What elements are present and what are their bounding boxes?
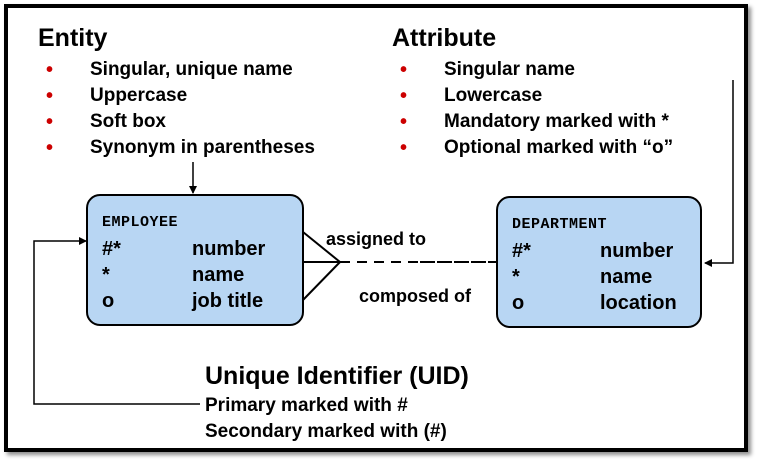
attribute-name: name xyxy=(192,264,245,286)
list-item: •Mandatory marked with * xyxy=(400,111,669,133)
entity-legend-title: Entity xyxy=(38,24,108,52)
attribute-legend-list: •Singular name •Lowercase •Mandatory mar… xyxy=(392,57,673,161)
department-attribute-row: * name xyxy=(512,266,702,292)
bullet-icon: • xyxy=(46,85,54,107)
attribute-mark: #* xyxy=(512,240,531,262)
list-item: •Synonym in parentheses xyxy=(46,137,315,159)
uid-pointer-line xyxy=(33,237,200,405)
bullet-icon: • xyxy=(46,59,54,81)
employee-attribute-row: #* number xyxy=(102,238,302,264)
bullet-icon: • xyxy=(400,137,408,159)
relationship-label-composed: composed of xyxy=(359,286,472,306)
crows-foot-top xyxy=(302,231,341,263)
list-item: •Singular, unique name xyxy=(46,59,293,81)
attribute-name: job title xyxy=(192,290,264,312)
list-item: •Optional marked with “o” xyxy=(400,137,674,159)
employee-attribute-row: * name xyxy=(102,264,302,290)
list-item: •Singular name xyxy=(400,59,575,81)
bullet-icon: • xyxy=(400,85,408,107)
attribute-mark: * xyxy=(512,266,520,288)
list-item: •Soft box xyxy=(46,111,166,133)
list-item: •Lowercase xyxy=(400,85,543,107)
bullet-icon: • xyxy=(46,137,54,159)
department-entity-box: DEPARTMENT #* number * name o location xyxy=(496,196,702,328)
bullet-icon: • xyxy=(400,59,408,81)
employee-attribute-row: o job title xyxy=(102,290,302,316)
attribute-mark: #* xyxy=(102,238,121,260)
attribute-legend: Attribute •Singular name •Lowercase •Man… xyxy=(392,24,673,161)
uid-legend: Unique Identifier (UID) Primary marked w… xyxy=(205,362,469,445)
attribute-name: location xyxy=(600,292,677,314)
attribute-name: name xyxy=(600,266,653,288)
employee-entity-name: EMPLOYEE xyxy=(102,214,179,231)
crows-foot-bottom xyxy=(302,261,341,301)
attribute-mark: * xyxy=(102,264,110,286)
attribute-legend-title: Attribute xyxy=(392,24,497,52)
attribute-name: number xyxy=(192,238,266,260)
bullet-icon: • xyxy=(46,111,54,133)
attribute-pointer-line xyxy=(704,80,734,267)
attribute-name: number xyxy=(600,240,674,262)
list-item: •Uppercase xyxy=(46,85,188,107)
bullet-icon: • xyxy=(400,111,408,133)
entity-legend: Entity •Singular, unique name •Uppercase… xyxy=(38,24,315,161)
uid-legend-title: Unique Identifier (UID) xyxy=(205,362,469,390)
uid-secondary-line: Secondary marked with (#) xyxy=(205,421,447,442)
uid-primary-line: Primary marked with # xyxy=(205,395,408,416)
entity-legend-list: •Singular, unique name •Uppercase •Soft … xyxy=(38,57,315,161)
department-entity-name: DEPARTMENT xyxy=(512,216,608,233)
attribute-mark: o xyxy=(102,290,115,312)
attribute-mark: o xyxy=(512,292,525,314)
relationship-label-assigned: assigned to xyxy=(326,229,427,249)
employee-entity-box: EMPLOYEE #* number * name o job title xyxy=(86,194,304,326)
department-attribute-row: #* number xyxy=(512,240,702,266)
department-attribute-row: o location xyxy=(512,292,702,318)
